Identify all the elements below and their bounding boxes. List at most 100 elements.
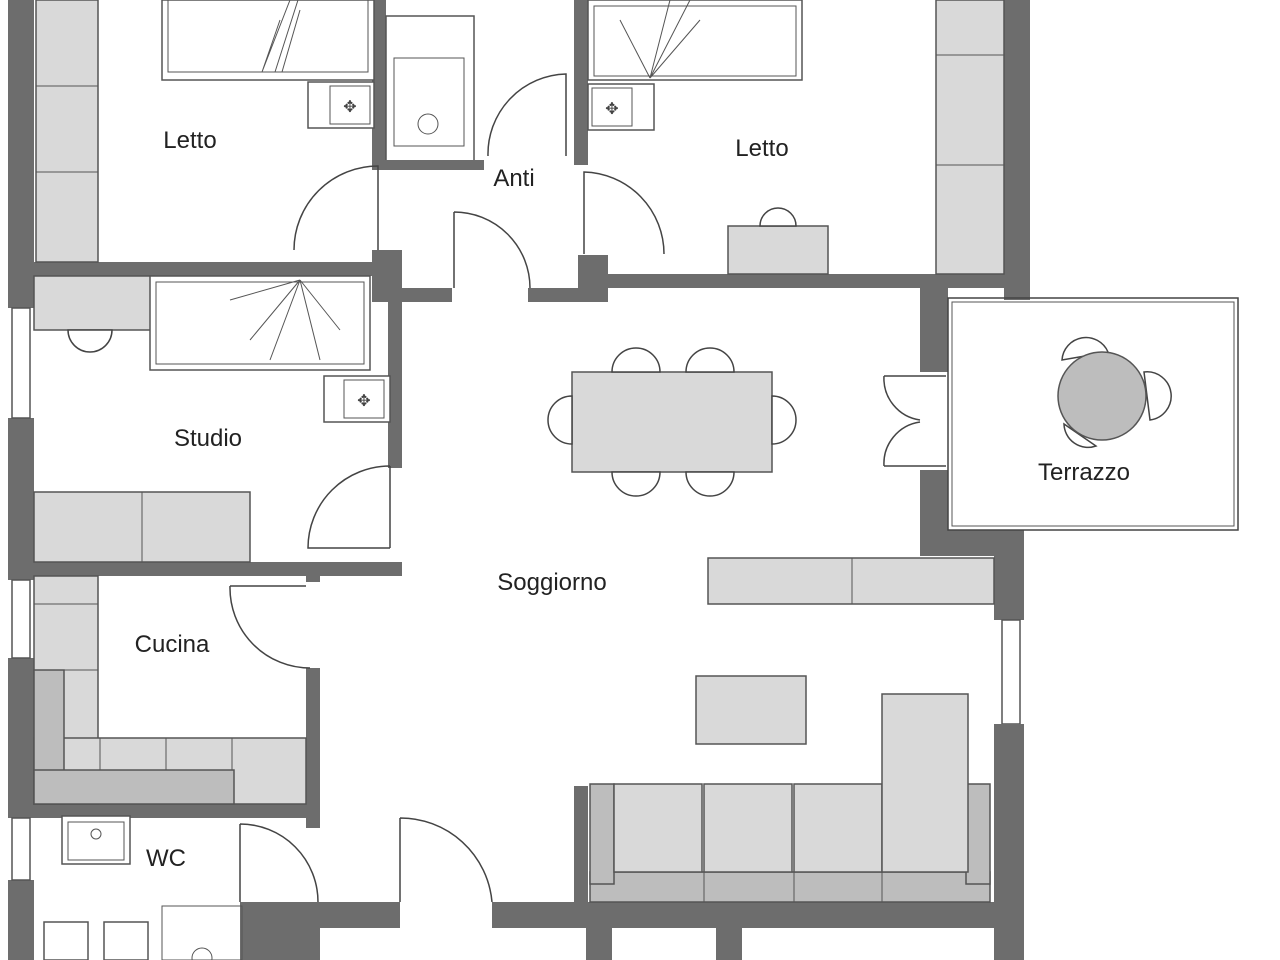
terrazzo-chair-top bbox=[1061, 336, 1110, 361]
door-entry bbox=[399, 817, 493, 903]
wc-furniture bbox=[43, 815, 213, 960]
wall-letto-right-bottom bbox=[606, 274, 1030, 288]
wall-cucina-right bbox=[306, 668, 320, 818]
sink-wc bbox=[61, 815, 131, 865]
chair-studio bbox=[67, 329, 113, 353]
wall-anti-letto-right bbox=[574, 0, 588, 165]
wall-anti-right-lower bbox=[578, 255, 608, 301]
wall-studio-right bbox=[388, 300, 402, 468]
label-soggiorno: Soggiorno bbox=[497, 569, 606, 596]
label-cucina: Cucina bbox=[135, 631, 210, 658]
wall-bottom-stub-1 bbox=[586, 928, 612, 960]
wall-exterior-left-bottom bbox=[8, 880, 34, 960]
nightstand-letto-right bbox=[587, 83, 655, 131]
terrazzo-round-table bbox=[1057, 351, 1147, 441]
sofa-chaise bbox=[881, 693, 969, 873]
shower-tray bbox=[393, 57, 465, 147]
letto-right-furniture: ✥ bbox=[587, 0, 1005, 275]
dining-chair-top-1 bbox=[611, 347, 661, 373]
door-letto-left bbox=[293, 165, 379, 251]
wall-anti-bottom-left bbox=[372, 288, 452, 302]
room-labels: Letto Anti Letto Studio Terrazzo Soggior… bbox=[135, 127, 1130, 872]
wc-partition bbox=[161, 905, 243, 960]
sofa-seat-3 bbox=[793, 783, 883, 873]
door-wc bbox=[239, 823, 319, 903]
label-letto-right: Letto bbox=[735, 135, 788, 162]
dining-chair-bottom-2 bbox=[685, 471, 735, 497]
toilet-wc-2 bbox=[103, 921, 149, 960]
studio-furniture: ✥ bbox=[33, 275, 391, 563]
svg-text:✥: ✥ bbox=[343, 97, 356, 116]
window-left-2 bbox=[11, 579, 31, 659]
wall-cucina-wc bbox=[34, 804, 320, 818]
dining-table bbox=[571, 371, 773, 473]
wall-exterior-left-top bbox=[8, 0, 34, 308]
svg-text:✥: ✥ bbox=[605, 99, 618, 118]
bed-letto-left bbox=[161, 0, 375, 81]
label-wc: WC bbox=[146, 845, 186, 872]
shelf-studio-top bbox=[33, 275, 155, 331]
terrazzo-outline bbox=[947, 297, 1239, 531]
terrazzo-chair-right bbox=[1143, 371, 1172, 421]
wall-exterior-left-mid bbox=[8, 418, 34, 580]
wall-exterior-right-mid bbox=[994, 530, 1024, 620]
dining-chair-bottom-1 bbox=[611, 471, 661, 497]
terrazzo-furniture bbox=[1057, 336, 1172, 449]
window-right bbox=[1001, 619, 1021, 725]
wall-letto-anti-left bbox=[372, 0, 386, 170]
window-left-3 bbox=[11, 817, 31, 881]
bed-studio bbox=[149, 275, 371, 371]
dining-chair-right bbox=[771, 395, 797, 445]
doors bbox=[229, 73, 946, 903]
sofa-arm-left bbox=[589, 783, 615, 885]
anti-closet bbox=[385, 15, 475, 163]
wall-bottom-entry-right bbox=[492, 902, 994, 928]
label-terrazzo: Terrazzo bbox=[1038, 459, 1130, 486]
chair-letto-right bbox=[759, 207, 797, 227]
wall-bottom-stub-2 bbox=[716, 928, 742, 960]
label-letto-left: Letto bbox=[163, 127, 216, 154]
terrazzo-chair-bottom bbox=[1063, 422, 1098, 449]
dining-chair-left bbox=[547, 395, 573, 445]
counter-cucina-corner bbox=[33, 769, 235, 805]
wall-cucina-top-right bbox=[306, 562, 320, 582]
wall-anti-closet-bottom bbox=[372, 160, 484, 170]
desk-letto-right bbox=[727, 225, 829, 275]
label-anti: Anti bbox=[493, 165, 534, 192]
tv-cabinet bbox=[707, 557, 995, 605]
wall-sofa-back bbox=[574, 786, 588, 902]
sofa-base bbox=[589, 871, 991, 903]
letto-left-furniture: ✥ bbox=[35, 0, 375, 263]
wardrobe-letto-left bbox=[35, 0, 99, 263]
cucina-furniture bbox=[33, 575, 307, 805]
door-cucina bbox=[229, 585, 311, 669]
sofa-arm-right bbox=[965, 783, 991, 885]
wall-studio-cucina bbox=[34, 562, 402, 576]
dining-chair-top-2 bbox=[685, 347, 735, 373]
bed-letto-right bbox=[587, 0, 803, 81]
shower-drain bbox=[417, 113, 439, 135]
nightstand-letto-left bbox=[307, 81, 375, 129]
door-letto-right bbox=[583, 171, 665, 255]
walls bbox=[8, 0, 1030, 960]
wall-wc-right-top bbox=[306, 818, 320, 828]
wall-letto-studio bbox=[34, 262, 374, 276]
wardrobe-letto-right bbox=[935, 0, 1005, 275]
wall-exterior-left-low bbox=[8, 658, 34, 818]
door-anti-soggiorno bbox=[453, 211, 531, 289]
coffee-table bbox=[695, 675, 807, 745]
door-studio bbox=[307, 465, 391, 549]
nightstand-studio bbox=[323, 375, 391, 423]
sofa-seat-1 bbox=[613, 783, 703, 873]
sofa-seat-2 bbox=[703, 783, 793, 873]
door-terrazzo bbox=[883, 375, 946, 467]
wall-bottom-entry-left bbox=[240, 902, 400, 928]
terrazzo-inner-outline bbox=[951, 301, 1235, 527]
toilet-wc-1 bbox=[43, 921, 89, 960]
soggiorno-furniture bbox=[547, 347, 995, 903]
wall-terrazzo-upper bbox=[920, 280, 948, 372]
door-anti-closet bbox=[487, 73, 567, 157]
window-left-1 bbox=[11, 307, 31, 419]
svg-text:✥: ✥ bbox=[357, 391, 370, 410]
